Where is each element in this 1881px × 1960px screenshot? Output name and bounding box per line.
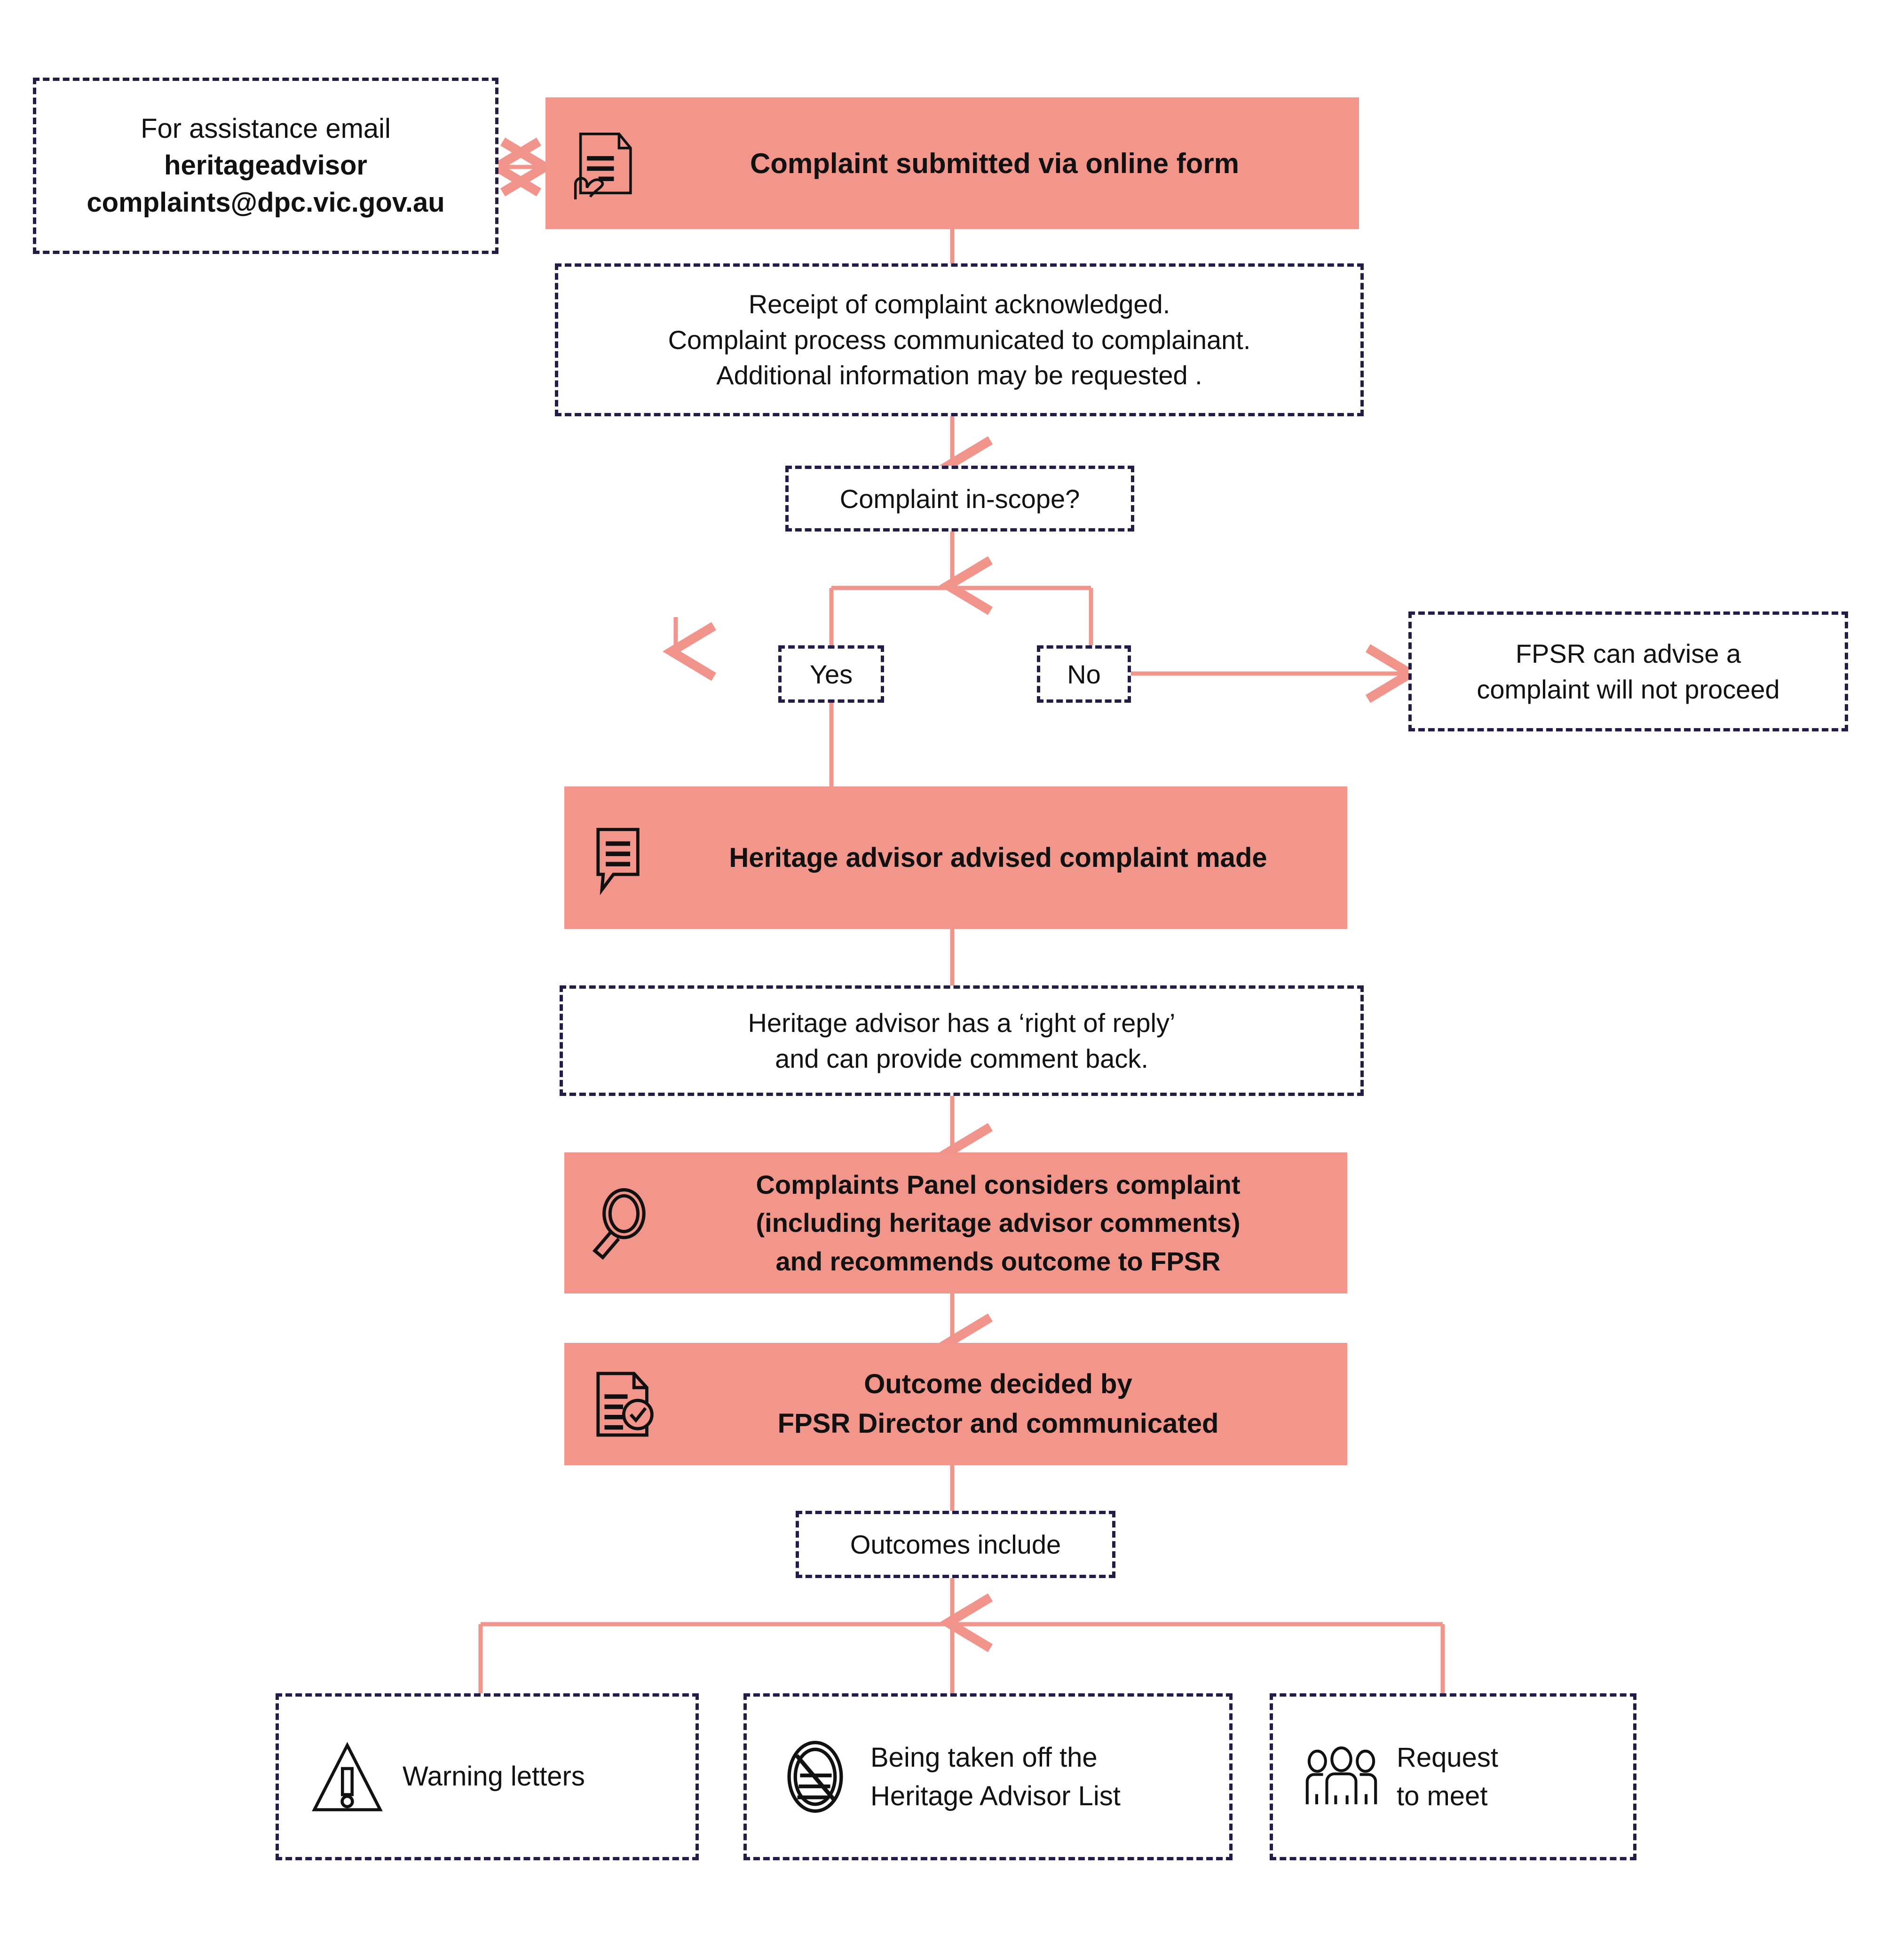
outcome-warning-letters-text: Warning letters	[394, 1758, 695, 1795]
step-panel-line-3: and recommends outcome to FPSR	[775, 1246, 1221, 1276]
step-outcome-decided-text: Outcome decided by FPSR Director and com…	[668, 1365, 1347, 1444]
step-complaint-submitted: Complaint submitted via online form	[545, 97, 1359, 229]
outcome-2-line-1: to meet	[1397, 1780, 1488, 1811]
outcome-off-list-text: Being taken off the Heritage Advisor Lis…	[862, 1738, 1229, 1815]
step-panel-line-1: Complaints Panel considers complaint	[756, 1170, 1241, 1200]
branch-no-label: No	[1067, 659, 1101, 689]
step-heritage-advisor-advised: Heritage advisor advised complaint made	[564, 786, 1347, 929]
branch-yes: Yes	[778, 645, 884, 703]
note-outcomes-include: Outcomes include	[796, 1511, 1115, 1578]
assistance-email-note: For assistance email heritageadvisor com…	[33, 78, 498, 254]
assistance-email-line-2: heritageadvisor	[164, 150, 367, 181]
outcome-request-to-meet: Request to meet	[1270, 1693, 1636, 1860]
note-acknowledged-line-1: Receipt of complaint acknowledged.	[748, 289, 1170, 319]
step-complaint-submitted-label: Complaint submitted via online form	[750, 147, 1240, 179]
outcome-1-line-0: Being taken off the	[870, 1742, 1098, 1773]
note-acknowledged-line-2: Complaint process communicated to compla…	[668, 325, 1251, 355]
outcome-2-line-0: Request	[1397, 1742, 1499, 1773]
step-outcome-line-1: Outcome decided by	[864, 1368, 1132, 1399]
note-complaint-not-proceed: FPSR can advise a complaint will not pro…	[1408, 611, 1848, 731]
outcome-0-line-0: Warning letters	[403, 1761, 585, 1792]
outcome-request-to-meet-text: Request to meet	[1388, 1738, 1633, 1815]
outcome-warning-letters: Warning letters	[276, 1693, 699, 1860]
note-right-of-reply-line-2: and can provide comment back.	[775, 1043, 1148, 1073]
note-outcomes-include-label: Outcomes include	[850, 1530, 1061, 1559]
assistance-email-line-3: complaints@dpc.vic.gov.au	[87, 187, 445, 218]
step-complaints-panel-text: Complaints Panel considers complaint (in…	[668, 1166, 1347, 1280]
decision-complaint-in-scope: Complaint in-scope?	[785, 466, 1134, 532]
step-heritage-advisor-advised-label: Heritage advisor advised complaint made	[729, 842, 1267, 873]
note-complaint-acknowledged: Receipt of complaint acknowledged. Compl…	[555, 263, 1364, 416]
decision-label: Complaint in-scope?	[839, 484, 1080, 514]
speech-bubble-icon	[578, 811, 668, 905]
note-not-proceed-line-2: complaint will not proceed	[1477, 674, 1780, 704]
assistance-email-line-1: For assistance email	[141, 113, 391, 144]
step-panel-line-2: (including heritage advisor comments)	[756, 1208, 1241, 1238]
note-right-of-reply: Heritage advisor has a ‘right of reply’ …	[560, 985, 1364, 1096]
document-hand-icon	[560, 116, 649, 210]
three-people-icon	[1294, 1733, 1388, 1820]
document-check-icon	[578, 1357, 668, 1451]
branch-yes-label: Yes	[809, 659, 853, 689]
warning-triangle-icon	[300, 1730, 394, 1824]
step-complaints-panel: Complaints Panel considers complaint (in…	[564, 1152, 1347, 1293]
note-not-proceed-line-1: FPSR can advise a	[1515, 638, 1741, 668]
step-outcome-decided: Outcome decided by FPSR Director and com…	[564, 1343, 1347, 1465]
outcome-off-heritage-advisor-list: Being taken off the Heritage Advisor Lis…	[743, 1693, 1233, 1860]
step-outcome-line-2: FPSR Director and communicated	[777, 1408, 1219, 1439]
note-acknowledged-line-3: Additional information may be requested …	[716, 360, 1202, 390]
outcome-1-line-1: Heritage Advisor List	[870, 1780, 1121, 1811]
note-right-of-reply-line-1: Heritage advisor has a ‘right of reply’	[748, 1008, 1176, 1038]
no-list-icon	[768, 1730, 862, 1824]
branch-no: No	[1037, 645, 1131, 703]
magnifying-glass-icon	[578, 1174, 668, 1272]
